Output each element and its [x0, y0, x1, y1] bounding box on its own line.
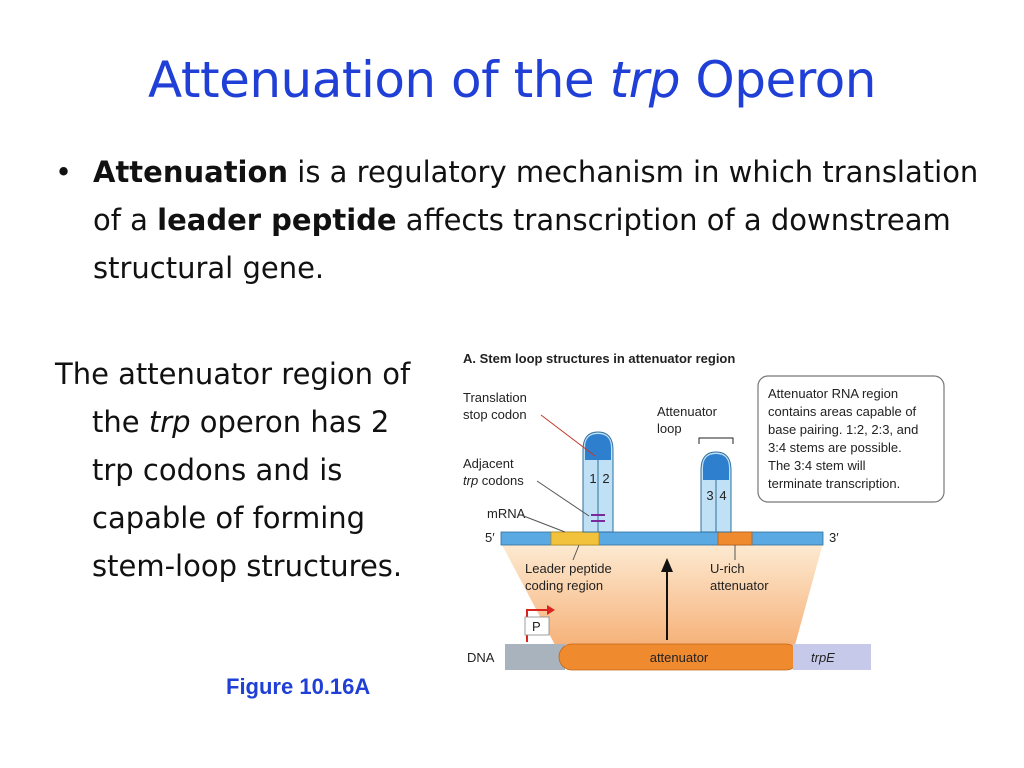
urich-label-2: attenuator	[710, 578, 769, 593]
para-line-2-pre: the	[92, 405, 149, 439]
leader-label-2: coding region	[525, 578, 603, 593]
note-line-1: Attenuator RNA region	[768, 386, 898, 401]
bullet-text-2: affects transcription of a downstream st…	[93, 203, 951, 285]
arrow-head	[661, 558, 673, 572]
mrna-strand	[500, 531, 824, 546]
para-line-2-em: trp	[148, 405, 191, 439]
adjacent-em: trp	[463, 473, 478, 488]
stem-label-3: 3	[706, 488, 713, 503]
figure-heading: A. Stem loop structures in attenuator re…	[463, 351, 735, 366]
promoter-arrow-head	[547, 605, 555, 615]
title-pre: Attenuation of the	[148, 51, 610, 109]
loop-1-2-cap	[585, 434, 611, 460]
para-line-1: The attenuator region of	[55, 357, 411, 391]
bullet-bold-1: Attenuation	[93, 155, 289, 189]
stop-codon-label-1: Translation	[463, 390, 527, 405]
stop-codon-pointer	[540, 414, 596, 457]
stem-label-1: 1	[589, 471, 596, 486]
para-line-3: trp codons and is	[92, 453, 343, 487]
note-box	[757, 375, 945, 503]
promoter-label: P	[532, 619, 541, 634]
adjacent-label-2: trp codons	[463, 473, 524, 488]
figure-caption: Figure 10.16A	[226, 674, 371, 699]
para-line-2-post: operon has 2	[190, 405, 390, 439]
dna-trpe-segment	[793, 644, 871, 670]
loop-3-4-cap	[703, 454, 729, 480]
dna-gray-segment	[505, 644, 565, 670]
bullet-text-1: is a regulatory mechanism in which trans…	[93, 155, 979, 237]
note-text: Attenuator RNA region contains areas cap…	[768, 386, 918, 491]
leader-pointer	[572, 544, 580, 561]
trpe-label: trpE	[811, 650, 835, 665]
note-line-2: contains areas capable of	[768, 404, 917, 419]
note-line-6: terminate transcription.	[768, 476, 900, 491]
loop-label-1: Attenuator	[657, 404, 718, 419]
leader-region	[550, 531, 600, 546]
note-line-4: 3:4 stems are possible.	[768, 440, 902, 455]
dna-label: DNA	[467, 650, 495, 665]
attenuator-label: attenuator	[650, 650, 709, 665]
urich-label-1: U-rich	[710, 561, 745, 576]
adjacent-label-1: Adjacent	[463, 456, 514, 471]
para-line-4: capable of forming	[92, 501, 366, 535]
note-line-5: The 3:4 stem will	[768, 458, 866, 473]
five-prime-label: 5′	[485, 530, 495, 545]
three-prime-label: 3′	[829, 530, 839, 545]
promoter-box	[524, 616, 550, 636]
loop-bracket	[698, 437, 734, 444]
attenuator-paragraph: The attenuator region of the trp operon …	[55, 350, 465, 590]
para-line-2: the trp operon has 2	[55, 398, 465, 446]
para-line-5: stem-loop structures.	[92, 549, 403, 583]
bullet-dot: •	[55, 155, 73, 189]
leader-label-1: Leader peptide	[525, 561, 612, 576]
urich-region	[717, 531, 753, 546]
adjacent-pointer	[536, 480, 590, 517]
stop-codon-label-2: stop codon	[463, 407, 527, 422]
adjacent-codons: codons	[478, 473, 524, 488]
mrna-pointer	[520, 514, 566, 533]
slide-title: Attenuation of the trp Operon	[0, 51, 1024, 110]
note-line-3: base pairing. 1:2, 2:3, and	[768, 422, 918, 437]
stem-loop-figure: A. Stem loop structures in attenuator re…	[463, 351, 945, 671]
stem-label-4: 4	[719, 488, 726, 503]
title-post: Operon	[679, 51, 876, 109]
bullet-bold-2: leader peptide	[157, 203, 397, 237]
title-em: trp	[609, 51, 681, 109]
mrna-label: mRNA	[487, 506, 526, 521]
bullet-text: Attenuation is a regulatory mechanism in…	[93, 148, 983, 292]
transcription-funnel	[501, 543, 823, 645]
loop-label-2: loop	[657, 421, 682, 436]
stem-label-2: 2	[602, 471, 609, 486]
